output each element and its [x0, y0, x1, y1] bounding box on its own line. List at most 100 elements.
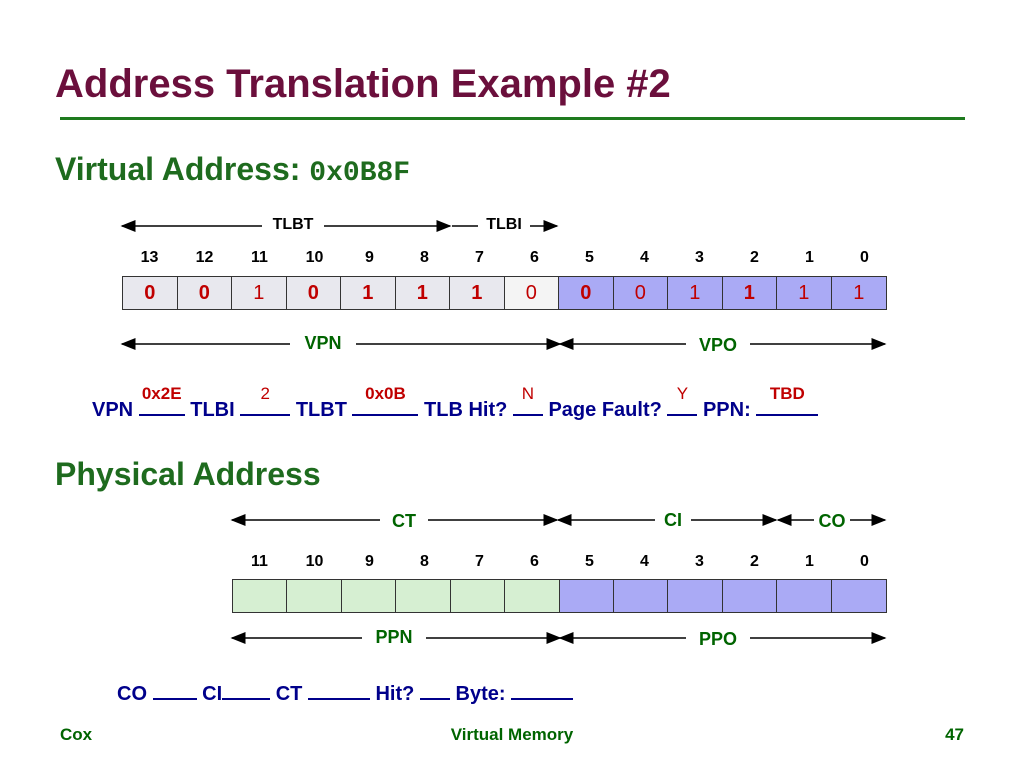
- bit-cell: 1: [395, 277, 450, 309]
- bit-cell: [287, 580, 342, 612]
- vpn-label: VPN: [290, 333, 356, 354]
- bit-number: 9: [365, 249, 374, 266]
- bit-number: 2: [750, 249, 759, 266]
- page-fault-answer-value: Y: [676, 384, 689, 403]
- bit-cell: [450, 580, 506, 612]
- cache-questions: CO CI CT Hit? Byte:: [117, 680, 574, 706]
- bit-number: 0: [860, 249, 869, 266]
- ci-q-label: CI: [202, 683, 223, 705]
- bit-cell: 0: [559, 277, 614, 309]
- virtual-bit-numbers: 13 12 11 10 9 8 7 6 5 4 3 2 1 0: [122, 249, 892, 267]
- bit-number: 7: [475, 553, 484, 570]
- page-fault-answer: Y: [667, 384, 698, 416]
- ppn-q-label: PPN:: [702, 399, 751, 421]
- virtual-address-bits: 0 0 1 0 1 1 1 0 0 0 1 1 1 1: [122, 276, 887, 310]
- tlb-hit-answer-value: N: [521, 384, 535, 403]
- bit-cell: 0: [286, 277, 341, 309]
- bit-number: 10: [305, 249, 324, 266]
- co-q-label: CO: [117, 683, 147, 705]
- bit-number: 6: [530, 553, 539, 570]
- bit-number: 1: [805, 249, 814, 266]
- physical-bit-numbers: 11 10 9 8 7 6 5 4 3 2 1 0: [232, 553, 892, 571]
- ppn-answer: TBD: [756, 384, 819, 416]
- virtual-address-heading: Virtual Address: 0x0B8F: [55, 151, 410, 189]
- tlb-hit-q-label: TLB Hit?: [424, 399, 508, 421]
- physical-address-heading: Physical Address: [55, 456, 321, 492]
- bit-number: 9: [365, 553, 374, 570]
- page-fault-q-label: Page Fault?: [548, 399, 662, 421]
- bit-cell: 0: [177, 277, 232, 309]
- physical-address-bits: [232, 579, 887, 613]
- tlbi-label: TLBI: [478, 216, 530, 234]
- bit-cell: [722, 580, 778, 612]
- bit-cell: [341, 580, 397, 612]
- ppn-answer-value: TBD: [769, 384, 805, 403]
- bit-number: 5: [585, 553, 594, 570]
- bit-cell: 0: [123, 277, 178, 309]
- translation-answers: VPN 0x2E TLBI 2 TLBT 0x0B TLB Hit? N Pag…: [92, 384, 819, 422]
- bit-number: 8: [420, 553, 429, 570]
- footer-topic: Virtual Memory: [450, 725, 574, 744]
- title-rule: [60, 117, 965, 120]
- bit-number: 4: [640, 553, 649, 570]
- footer-page-number: 47: [945, 725, 964, 744]
- bit-number: 2: [750, 553, 759, 570]
- bit-cell: 1: [722, 277, 777, 309]
- byte-q-label: Byte:: [455, 683, 506, 705]
- bit-number: 11: [251, 553, 268, 570]
- hit-q-label: Hit?: [375, 683, 415, 705]
- bit-number: 7: [475, 249, 484, 266]
- hit-blank: [419, 680, 450, 700]
- ci-blank: [222, 680, 271, 700]
- bit-cell: [777, 580, 832, 612]
- tlbt-answer-value: 0x0B: [365, 384, 406, 403]
- bit-number: 11: [251, 249, 268, 266]
- bit-number: 12: [195, 249, 214, 266]
- tlbi-q-label: TLBI: [190, 399, 235, 421]
- bit-cell: [233, 580, 288, 612]
- ci-label: CI: [655, 510, 691, 531]
- byte-blank: [511, 680, 574, 700]
- bit-number: 1: [805, 553, 814, 570]
- ct-label: CT: [380, 511, 428, 532]
- virtual-address-value: 0x0B8F: [309, 158, 411, 189]
- co-label: CO: [814, 511, 850, 532]
- bit-cell: [505, 580, 560, 612]
- co-blank: [152, 680, 197, 700]
- tlb-hit-answer: N: [512, 384, 543, 416]
- bit-cell: 1: [450, 277, 505, 309]
- tlbt-q-label: TLBT: [295, 399, 347, 421]
- tlbi-answer-value: 2: [260, 384, 270, 403]
- bit-number: 0: [860, 553, 869, 570]
- bit-cell: 0: [504, 277, 559, 309]
- bit-cell: [613, 580, 669, 612]
- bit-number: 3: [695, 249, 704, 266]
- virtual-address-label: Virtual Address:: [55, 151, 301, 187]
- bit-cell: 1: [831, 277, 886, 309]
- ppn-label: PPN: [362, 627, 426, 648]
- ppo-label: PPO: [686, 629, 750, 650]
- footer-author: Cox: [60, 725, 93, 744]
- ct-q-label: CT: [275, 683, 303, 705]
- bit-cell: [831, 580, 887, 612]
- bit-cell: 1: [341, 277, 396, 309]
- bit-number: 6: [530, 249, 539, 266]
- bit-number: 13: [140, 249, 159, 266]
- vpn-q-label: VPN: [92, 399, 134, 421]
- vpn-answer: 0x2E: [138, 384, 185, 416]
- bit-cell: [559, 580, 614, 612]
- slide-title: Address Translation Example #2: [55, 62, 671, 106]
- tlbt-label: TLBT: [262, 216, 324, 234]
- bit-cell: 1: [668, 277, 723, 309]
- bit-number: 10: [305, 553, 324, 570]
- bit-cell: [668, 580, 723, 612]
- bit-number: 3: [695, 553, 704, 570]
- bit-cell: [396, 580, 451, 612]
- bit-cell: 1: [232, 277, 287, 309]
- bit-cell: 0: [613, 277, 668, 309]
- bit-number: 8: [420, 249, 429, 266]
- vpo-label: VPO: [686, 335, 750, 356]
- tlbi-answer: 2: [240, 384, 291, 416]
- tlbt-answer: 0x0B: [352, 384, 419, 416]
- ct-blank: [307, 680, 370, 700]
